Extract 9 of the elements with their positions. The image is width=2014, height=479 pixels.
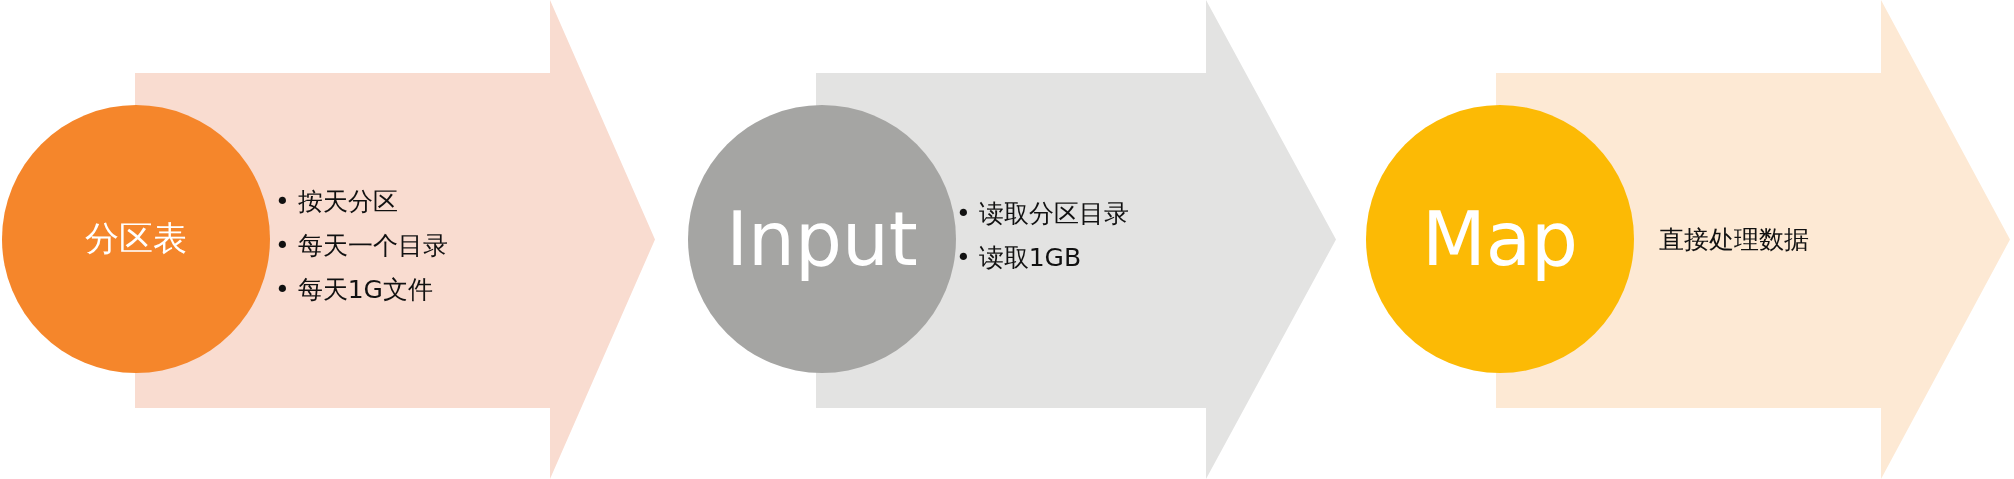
step-label: Map: [1421, 196, 1579, 282]
step-label: 分区表: [85, 217, 187, 260]
step-label: Input: [726, 196, 918, 282]
description-text: 直接处理数据: [1659, 224, 1809, 256]
bullet-item: • 每天1G文件: [275, 274, 434, 306]
bullet-item: • 每天一个目录: [275, 230, 448, 262]
bullet-item: • 读取1GB: [956, 242, 1083, 274]
bullet-item: • 按天分区: [275, 186, 399, 218]
bullet-item: • 读取分区目录: [956, 198, 1129, 230]
